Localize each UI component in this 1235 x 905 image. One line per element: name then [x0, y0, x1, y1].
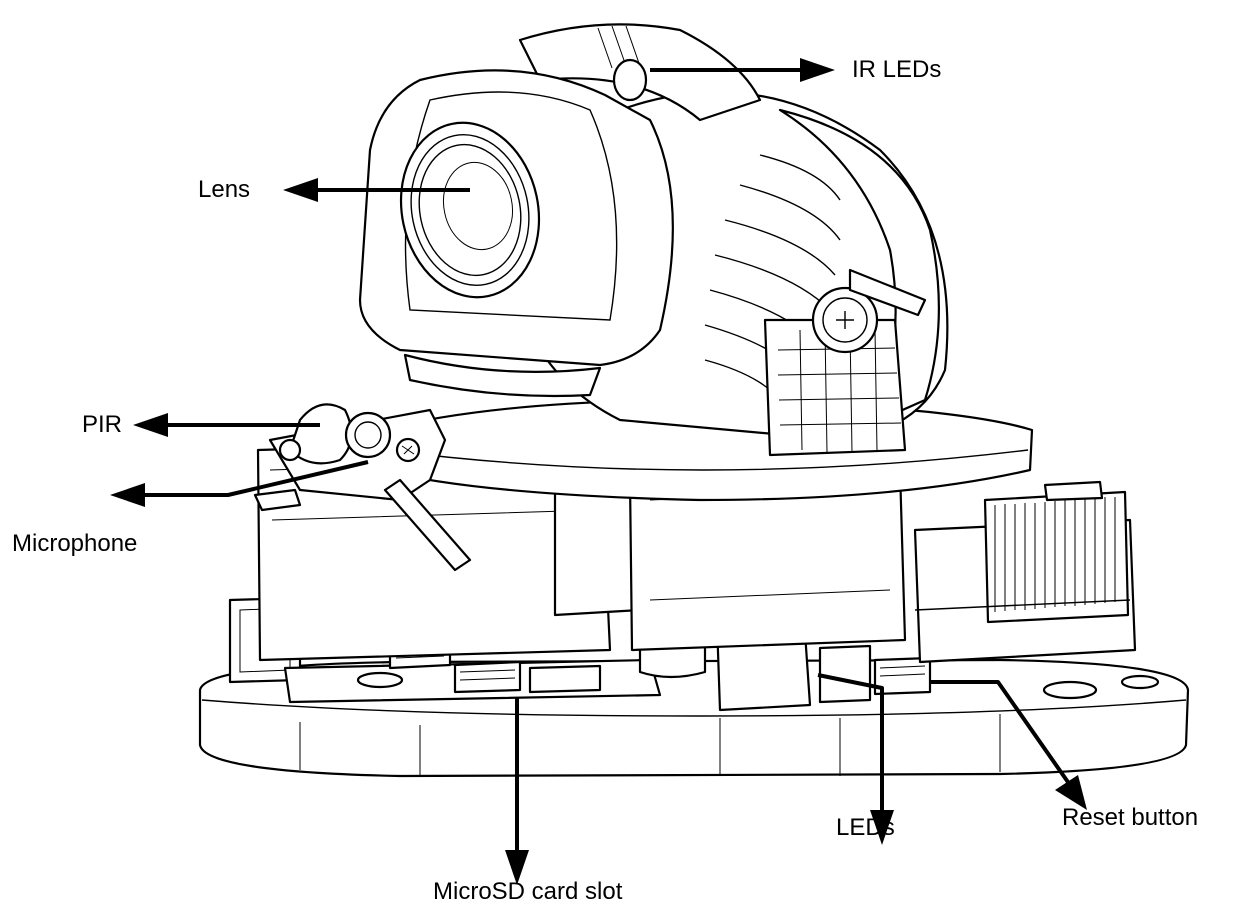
label-reset-button: Reset button — [1062, 804, 1199, 831]
lens-assembly — [399, 121, 541, 299]
label-lens: Lens — [198, 176, 251, 203]
label-microphone: Microphone — [12, 530, 138, 557]
tilt-mount — [763, 268, 927, 457]
callout-arrows — [110, 58, 1087, 885]
label-leds: LEDs — [836, 814, 895, 841]
label-microsd-card-slot: MicroSD card slot — [433, 878, 623, 905]
label-pir: PIR — [82, 411, 123, 438]
terminal-block — [913, 480, 1137, 664]
label-ir-leds: IR LEDs — [852, 56, 942, 83]
pir-mic-arm — [253, 403, 472, 572]
